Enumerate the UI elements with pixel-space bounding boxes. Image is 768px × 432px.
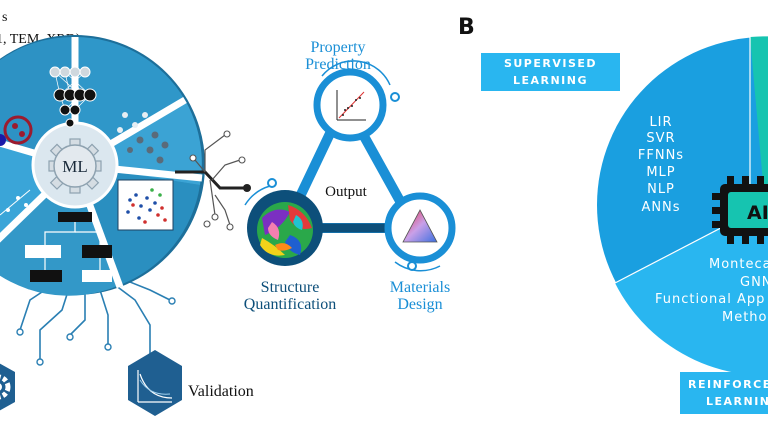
- structure-label-line1: Structure: [261, 279, 320, 296]
- method-label: ANNs: [641, 200, 680, 215]
- decision-tree-icon: [25, 212, 112, 282]
- reinforcement-line2: LEARNIN: [706, 395, 768, 408]
- classification-plot-icon: [117, 179, 174, 231]
- output-label: Output: [325, 184, 368, 200]
- method-label: Functional App: [655, 292, 765, 307]
- method-label: GNN: [740, 275, 768, 290]
- data-points-icon: [0, 115, 33, 216]
- validation-label: Validation: [188, 383, 254, 400]
- ml-gear-icon: ML: [48, 138, 102, 194]
- method-label: MLP: [646, 165, 675, 180]
- supervised-line2: LEARNING: [512, 74, 589, 87]
- materials-design-node: [384, 192, 456, 272]
- learning-pie: [597, 36, 768, 376]
- materials-label-line2: Design: [397, 296, 442, 313]
- method-label: FFNNs: [638, 148, 684, 163]
- validation-hexagon: [128, 350, 182, 416]
- reinforcement-line1: REINFORCE: [688, 378, 768, 391]
- materials-label-line1: Materials: [390, 279, 450, 296]
- panel-b-letter: B: [458, 15, 475, 40]
- supervised-line1: SUPERVISED: [503, 57, 598, 70]
- supervised-learning-box: SUPERVISED LEARNING: [481, 53, 620, 91]
- circuit-traces: [19, 279, 171, 360]
- header-line1: s: [2, 10, 7, 25]
- property-label-line2: Prediction: [305, 56, 371, 73]
- property-label-line1: Property: [310, 39, 365, 56]
- method-label: Monteca: [709, 257, 768, 272]
- reinforcement-learning-box: REINFORCE LEARNIN: [680, 372, 768, 414]
- method-label: Metho: [722, 310, 768, 325]
- wheel-output-connector: [175, 130, 251, 231]
- property-prediction-node: [313, 60, 400, 142]
- cluster-dots-icon: [117, 112, 169, 164]
- method-label: NLP: [647, 182, 675, 197]
- method-label: LIR: [649, 115, 672, 130]
- ml-label: ML: [62, 157, 88, 176]
- chip-label: AI: [747, 202, 768, 224]
- method-label: SVR: [646, 131, 675, 146]
- gear-hexagon: [0, 363, 15, 411]
- structure-label-line2: Quantification: [244, 296, 336, 313]
- neural-network-icon: [49, 66, 97, 128]
- ai-chip-icon: AI: [712, 176, 768, 244]
- reinforcement-methods: Monteca GNN Functional App Metho: [655, 257, 768, 325]
- supervised-methods: LIR SVR FFNNs MLP NLP ANNs: [638, 115, 684, 215]
- structure-quantification-node: [244, 178, 323, 266]
